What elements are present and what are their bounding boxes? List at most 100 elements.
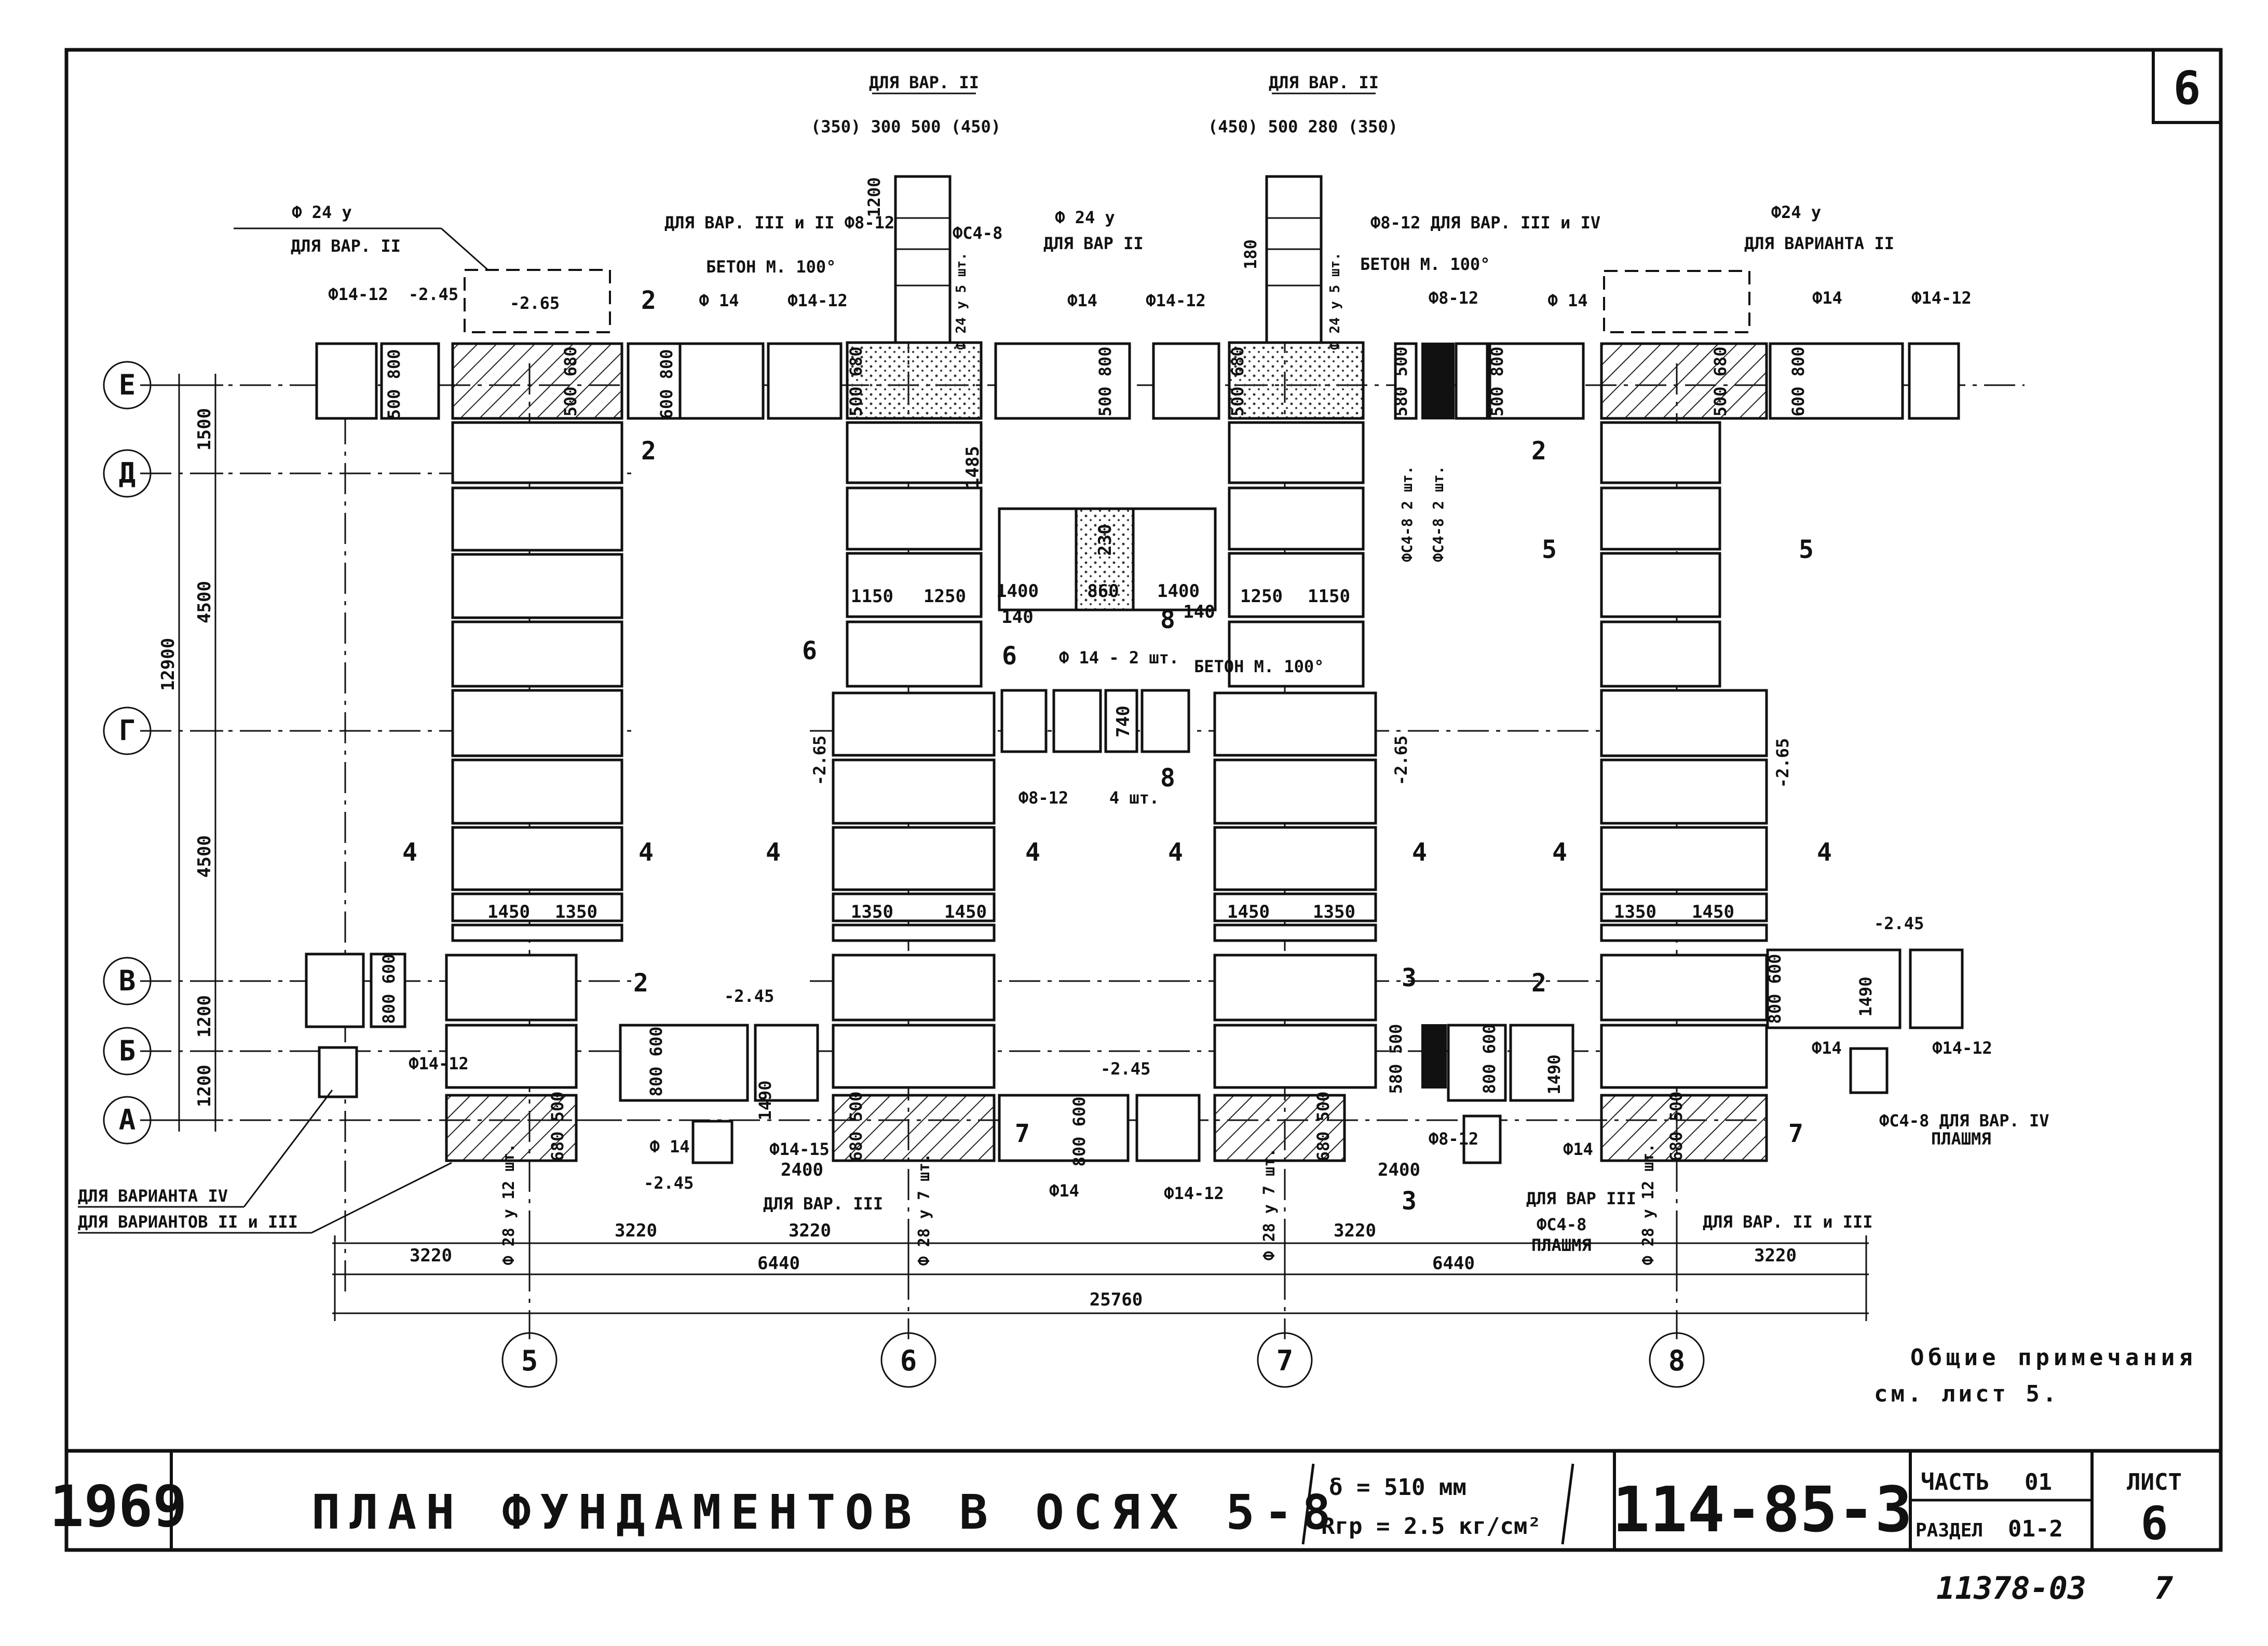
block-dim-500-800-b: 500 800 xyxy=(1095,347,1115,417)
label-f14-12-a: Ф14-12 xyxy=(328,284,388,304)
block-dim-600-800-a: 600 800 xyxy=(657,349,676,419)
bay-1350-mid-left: 1350 xyxy=(851,902,893,922)
label-dlya-varianta-2: ДЛЯ ВАРИАНТА II xyxy=(1744,234,1894,253)
section-7-a: 7 xyxy=(1015,1119,1030,1148)
variant-outlines xyxy=(464,175,1750,344)
dim-12900: 12900 xyxy=(158,638,179,691)
label-m265-far-right: -2.65 xyxy=(1773,738,1792,788)
label-beton-left: БЕТОН М. 100° xyxy=(706,257,836,277)
block-dim-680-500-a: 680 500 xyxy=(548,1092,567,1162)
label-dlya-var-center: ДЛЯ ВАР II xyxy=(1043,234,1144,253)
section-value: 01-2 xyxy=(2008,1516,2063,1542)
part-label: ЧАСТЬ xyxy=(1921,1469,1989,1495)
label-beton-mid: БЕТОН М. 100° xyxy=(1194,657,1324,676)
label-m245-e: -2.45 xyxy=(644,1173,694,1193)
label-f14-12-c: Ф14-12 xyxy=(1146,291,1206,310)
label-fc4-8-var4: ФС4-8 ДЛЯ ВАР. IV xyxy=(1879,1111,2049,1131)
label-f14-2sht: Ф 14 - 2 шт. xyxy=(1059,648,1179,668)
label-f14-12-e: Ф14-12 xyxy=(409,1054,469,1073)
archive-number: 11378-03 xyxy=(1936,1570,2086,1607)
label-m245-c: -2.45 xyxy=(1101,1059,1150,1079)
axis-label-E: Е xyxy=(119,369,136,401)
dim-6440-b: 6440 xyxy=(1432,1253,1475,1274)
dim-2400-left: 2400 xyxy=(781,1160,823,1180)
block-dim-600-800-b: 600 800 xyxy=(1788,347,1808,417)
section-5-b: 5 xyxy=(1799,535,1814,564)
label-f8-12-top: Ф8-12 xyxy=(1429,288,1478,308)
block-dim-500-680-d: 500 680 xyxy=(1710,347,1730,417)
label-fc4-8-bot: ФС4-8 xyxy=(1537,1215,1586,1234)
dim-140-a: 140 xyxy=(1001,607,1033,628)
section-4-f: 4 xyxy=(1412,838,1427,867)
dim-6440-a: 6440 xyxy=(757,1253,800,1274)
wall-axis-6: 1350 1450 1150 1250 xyxy=(832,341,996,1162)
label-m265-top: -2.65 xyxy=(510,293,560,313)
label-m245-b: -2.45 xyxy=(724,986,774,1006)
section-label: РАЗДЕЛ xyxy=(1916,1520,1983,1541)
block-dim-680-500-b: 680 500 xyxy=(846,1092,866,1162)
label-fc4-8-2sht-b: ФС4-8 2 шт. xyxy=(1430,466,1447,562)
block-dim-500-800-a: 500 800 xyxy=(384,349,404,419)
block-dim-500-680-a: 500 680 xyxy=(561,347,580,417)
section-3-b: 3 xyxy=(1402,1187,1417,1216)
section-2-c: 2 xyxy=(1531,437,1546,466)
axis-label-V: В xyxy=(119,964,136,997)
label-f14-c: Ф 14 xyxy=(1547,291,1587,310)
section-6-b: 6 xyxy=(1002,642,1017,671)
label-var3-4-f8-12: ДЛЯ ВАР. III и II Ф8-12 xyxy=(664,213,894,233)
block-dim-800-600-c: 800 600 xyxy=(1069,1097,1089,1167)
axis-label-6: 6 xyxy=(900,1344,917,1377)
section-4-a: 4 xyxy=(402,838,417,867)
bay-1250-left: 1250 xyxy=(924,586,966,607)
label-f14-15: Ф14-15 xyxy=(769,1139,830,1159)
var2-left-title: ДЛЯ ВАР. II xyxy=(869,73,979,92)
label-m245-d: -2.45 xyxy=(1874,914,1924,933)
label-beton-right: БЕТОН М. 100° xyxy=(1360,254,1490,274)
wall-axis-8: 1350 1450 xyxy=(1600,342,1768,1162)
section-6-a: 6 xyxy=(802,636,817,665)
label-dlya-var3-a: ДЛЯ ВАР. III xyxy=(763,1194,883,1214)
bay-1450-mid-right: 1450 xyxy=(1227,902,1270,922)
axis-label-5: 5 xyxy=(521,1344,538,1377)
label-plashmya-b: ПЛАШМЯ xyxy=(1931,1129,1991,1149)
block-dim-500-800-c: 500 800 xyxy=(1487,347,1507,417)
label-dlya-var2-left: ДЛЯ ВАР. II xyxy=(291,236,401,256)
section-4-d: 4 xyxy=(1025,838,1040,867)
corner-sheet-number: 6 xyxy=(2174,61,2201,115)
title-block: 1969 ПЛАН ФУНДАМЕНТОВ В ОСЯХ 5-8 δ = 510… xyxy=(50,1449,2221,1550)
label-f14-a: Ф 14 xyxy=(699,291,739,310)
section-5-a: 5 xyxy=(1542,535,1557,564)
label-f14-right: Ф14 xyxy=(1812,1038,1842,1058)
dim-25760: 25760 xyxy=(1090,1289,1143,1310)
label-f14-12-g: Ф14-12 xyxy=(1932,1038,1992,1058)
block-dim-680-500-d: 680 500 xyxy=(1666,1092,1686,1162)
label-dlya-variantov-2-3: ДЛЯ ВАРИАНТОВ II и III xyxy=(78,1212,298,1232)
section-2-a: 2 xyxy=(641,286,656,315)
section-4-g: 4 xyxy=(1552,838,1567,867)
document-code: 114-85-3 xyxy=(1612,1474,1912,1546)
label-f28y-12sht-b: Ф 28 у 12 шт. xyxy=(1639,1144,1658,1266)
dim-1500: 1500 xyxy=(194,408,215,451)
bay-1250-right: 1250 xyxy=(1240,586,1283,607)
axis-label-B: Б xyxy=(119,1035,136,1067)
label-f14-d: Ф14 xyxy=(1812,288,1842,308)
row-axis-markers: Е Д Г В Б А xyxy=(103,361,152,1145)
dim-1400-b: 1400 xyxy=(1157,581,1200,602)
lower-side-blocks: 800 600 800 600 800 600 800 600 800 600 … xyxy=(305,948,1964,1180)
dim-4500-top: 4500 xyxy=(194,581,215,623)
section-2-d: 2 xyxy=(1531,969,1546,998)
label-f8-12-bot: Ф8-12 xyxy=(1429,1129,1478,1149)
dim-1490-a: 1490 xyxy=(755,1080,775,1120)
section-4-h: 4 xyxy=(1817,838,1832,867)
bay-1150-right: 1150 xyxy=(1308,586,1350,607)
dim-860: 860 xyxy=(1087,581,1119,602)
block-dim-800-600-d: 800 600 xyxy=(1479,1024,1499,1094)
bay-1150-left: 1150 xyxy=(851,586,893,607)
bay-1350-right: 1350 xyxy=(1614,902,1656,922)
section-7-b: 7 xyxy=(1788,1119,1803,1148)
year-stamp: 1969 xyxy=(50,1473,187,1540)
block-dim-800-600-a: 800 600 xyxy=(379,954,399,1024)
label-f14-b: Ф14 xyxy=(1067,291,1097,310)
dim-1490-c: 1490 xyxy=(1856,976,1876,1016)
section-8-b: 8 xyxy=(1160,764,1175,793)
